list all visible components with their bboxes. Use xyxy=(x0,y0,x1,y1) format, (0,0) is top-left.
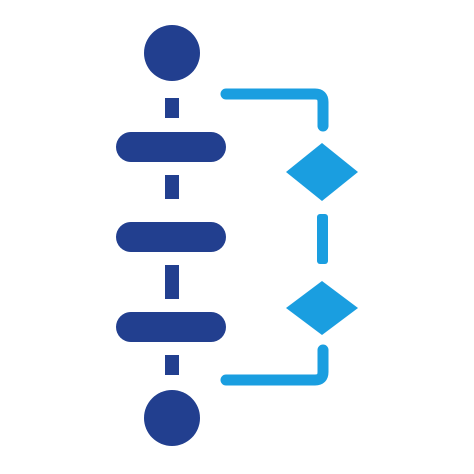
decision-diamond xyxy=(286,281,358,335)
branch-connector-top xyxy=(220,88,329,132)
connector-segment xyxy=(165,265,179,299)
connector-segment xyxy=(165,175,179,199)
connector-segment xyxy=(165,98,179,118)
start-node-circle xyxy=(144,25,200,81)
connector-segment xyxy=(165,355,179,375)
end-node-circle xyxy=(144,390,200,446)
decision-branch xyxy=(220,88,358,386)
process-step-bar xyxy=(116,132,226,162)
main-flow xyxy=(116,25,226,446)
process-step-bar xyxy=(116,222,226,252)
decision-diamond xyxy=(286,143,358,201)
process-step-bar xyxy=(116,312,226,342)
branch-connector-bottom xyxy=(220,344,329,386)
branch-connector-middle xyxy=(317,214,328,264)
